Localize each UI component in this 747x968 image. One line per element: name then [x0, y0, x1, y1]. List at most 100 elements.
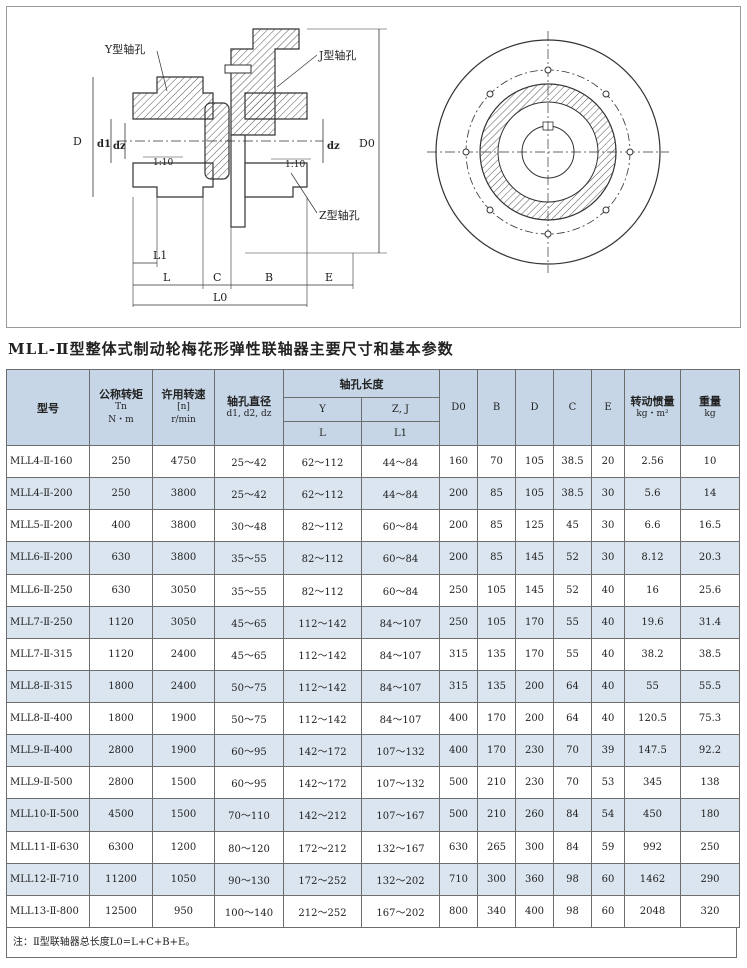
table-cell: 1800 — [89, 669, 153, 704]
table-cell: 1500 — [152, 766, 215, 800]
table-cell: 4750 — [152, 444, 215, 479]
table-cell: 60 — [591, 862, 625, 896]
cell-model: MLL8-Ⅱ-400 — [6, 701, 90, 736]
table-cell: 98 — [553, 862, 592, 896]
table-cell: 345 — [624, 766, 681, 800]
table-cell: 30～48 — [214, 509, 284, 543]
table-cell: 6.6 — [624, 509, 681, 543]
table-cell: 107～167 — [361, 798, 440, 832]
table-cell: 59 — [591, 830, 625, 864]
table-cell: 55 — [624, 669, 681, 704]
cell-model: MLL12-Ⅱ-710 — [6, 862, 90, 896]
table-cell: 320 — [680, 894, 740, 929]
table-cell: 112～142 — [283, 637, 362, 671]
table-cell: 16.5 — [680, 509, 740, 543]
table-cell: 2800 — [89, 766, 153, 800]
table-cell: 35～55 — [214, 573, 284, 607]
table-cell: 250 — [439, 573, 478, 607]
table-cell: 630 — [89, 541, 153, 575]
cell-model: MLL6-Ⅱ-200 — [6, 541, 90, 575]
table-cell: 50～75 — [214, 701, 284, 736]
table-cell: 120.5 — [624, 701, 681, 736]
table-cell: 125 — [515, 509, 554, 543]
table-cell: 3800 — [152, 477, 215, 511]
table-cell: 107～132 — [361, 734, 440, 768]
table-cell: 20.3 — [680, 541, 740, 575]
table-cell: 105 — [515, 444, 554, 479]
table-cell: 160 — [439, 444, 478, 479]
table-cell: 62～112 — [283, 477, 362, 511]
table-cell: 1200 — [152, 830, 215, 864]
table-cell: 290 — [680, 862, 740, 896]
table-cell: 400 — [439, 701, 478, 736]
header-model: 型号 — [6, 369, 90, 446]
table-cell: 30 — [591, 509, 625, 543]
table-cell: 135 — [477, 669, 516, 704]
table-cell: 3050 — [152, 573, 215, 607]
table-cell: 4500 — [89, 798, 153, 832]
table-cell: 10 — [680, 444, 740, 479]
table-cell: 200 — [515, 669, 554, 704]
table-cell: 250 — [89, 444, 153, 479]
cell-model: MLL9-Ⅱ-400 — [6, 734, 90, 768]
table-cell: 84～107 — [361, 669, 440, 704]
page-title: MLL-Ⅱ型整体式制动轮梅花形弹性联轴器主要尺寸和基本参数 — [8, 340, 454, 358]
table-cell: 112～142 — [283, 669, 362, 704]
table-cell: 82～112 — [283, 509, 362, 543]
table-cell: 38.5 — [553, 444, 592, 479]
table-cell: 50～75 — [214, 669, 284, 704]
table-cell: 630 — [439, 830, 478, 864]
table-cell: 1900 — [152, 701, 215, 736]
table-cell: 3800 — [152, 509, 215, 543]
table-cell: 2400 — [152, 669, 215, 704]
table-cell: 107～132 — [361, 766, 440, 800]
table-cell: 200 — [439, 477, 478, 511]
table-cell: 54 — [591, 798, 625, 832]
table-cell: 170 — [515, 637, 554, 671]
table-cell: 84～107 — [361, 637, 440, 671]
table-cell: 40 — [591, 669, 625, 704]
table-cell: 450 — [624, 798, 681, 832]
table-cell: 250 — [439, 605, 478, 639]
header-e: E — [591, 369, 625, 446]
table-cell: 20 — [591, 444, 625, 479]
table-cell: 112～142 — [283, 701, 362, 736]
table-cell: 200 — [439, 509, 478, 543]
table-cell: 25～42 — [214, 477, 284, 511]
cell-model: MLL10-Ⅱ-500 — [6, 798, 90, 832]
table-cell: 132～167 — [361, 830, 440, 864]
table-cell: 138 — [680, 766, 740, 800]
label-j-bore: J型轴孔 — [318, 48, 356, 62]
end-view — [427, 31, 669, 273]
header-l1: L1 — [361, 421, 440, 446]
table-cell: 2.56 — [624, 444, 681, 479]
header-c: C — [553, 369, 592, 446]
label-l1: L1 — [153, 249, 167, 262]
table-cell: 170 — [477, 734, 516, 768]
table-cell: 3050 — [152, 605, 215, 639]
table-cell: 230 — [515, 766, 554, 800]
table-cell: 210 — [477, 798, 516, 832]
table-cell: 132～202 — [361, 862, 440, 896]
label-e: E — [325, 271, 333, 284]
table-cell: 170 — [477, 701, 516, 736]
header-weight: 重量 kg — [680, 369, 740, 446]
table-cell: 1900 — [152, 734, 215, 768]
table-cell: 315 — [439, 669, 478, 704]
table-cell: 55 — [553, 605, 592, 639]
table-cell: 38.2 — [624, 637, 681, 671]
table-cell: 8.12 — [624, 541, 681, 575]
table-cell: 142～172 — [283, 766, 362, 800]
table-cell: 52 — [553, 541, 592, 575]
table-cell: 44～84 — [361, 477, 440, 511]
